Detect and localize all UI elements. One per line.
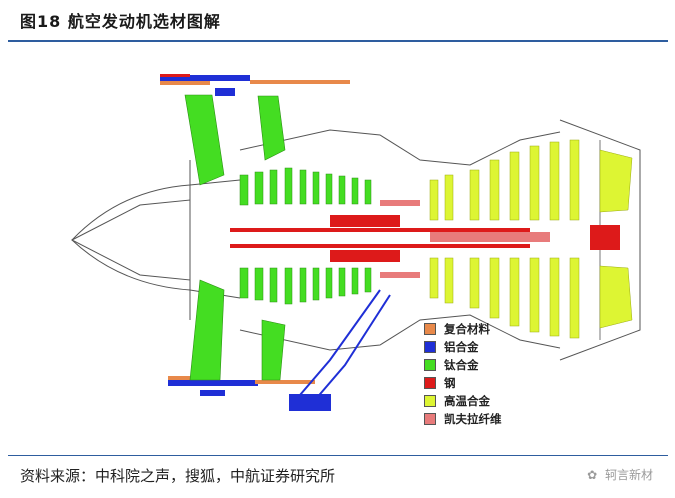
turbine-top xyxy=(429,139,633,221)
legend-swatch xyxy=(424,341,436,353)
figure-title: 图18 航空发动机选材图解 xyxy=(20,12,221,31)
legend-label: 复合材料 xyxy=(444,322,490,336)
legend-item-steel: 钢 xyxy=(424,374,502,392)
legend-swatch xyxy=(424,413,436,425)
core-steel xyxy=(230,215,620,262)
compressor-top xyxy=(239,167,372,206)
legend-item-composite: 复合材料 xyxy=(424,320,502,338)
fan-blades xyxy=(184,94,286,381)
legend-label: 凯夫拉纤维 xyxy=(444,412,502,426)
legend-label: 高温合金 xyxy=(444,394,490,408)
legend-item-kevlar: 凯夫拉纤维 xyxy=(424,410,502,428)
spinner-cone xyxy=(70,199,191,281)
wechat-icon: ✿ xyxy=(587,468,598,482)
watermark: ✿ 轲言新材 xyxy=(587,466,653,483)
engine-cross-section-diagram xyxy=(70,74,641,411)
legend-item-aluminum: 铝合金 xyxy=(424,338,502,356)
title-divider xyxy=(8,40,668,42)
legend-swatch xyxy=(424,377,436,389)
nacelle-top xyxy=(160,74,350,96)
compressor-bottom xyxy=(239,267,372,305)
gearbox-strut xyxy=(289,289,391,411)
watermark-label: 轲言新材 xyxy=(604,468,653,482)
legend-swatch xyxy=(424,395,436,407)
legend-label: 铝合金 xyxy=(444,340,479,354)
legend-item-superalloy: 高温合金 xyxy=(424,392,502,410)
legend-label: 钢 xyxy=(444,376,456,390)
turbine-bottom xyxy=(429,257,633,339)
legend-label: 钛合金 xyxy=(444,358,479,372)
footer-divider xyxy=(8,455,668,456)
legend-item-titanium: 钛合金 xyxy=(424,356,502,374)
kevlar-parts xyxy=(380,200,550,278)
material-legend: 复合材料 铝合金 钛合金 钢 高温合金 凯夫拉纤维 xyxy=(424,320,502,428)
legend-swatch xyxy=(424,359,436,371)
legend-swatch xyxy=(424,323,436,335)
source-note: 资料来源：中科院之声，搜狐，中航证券研究所 xyxy=(20,467,336,485)
